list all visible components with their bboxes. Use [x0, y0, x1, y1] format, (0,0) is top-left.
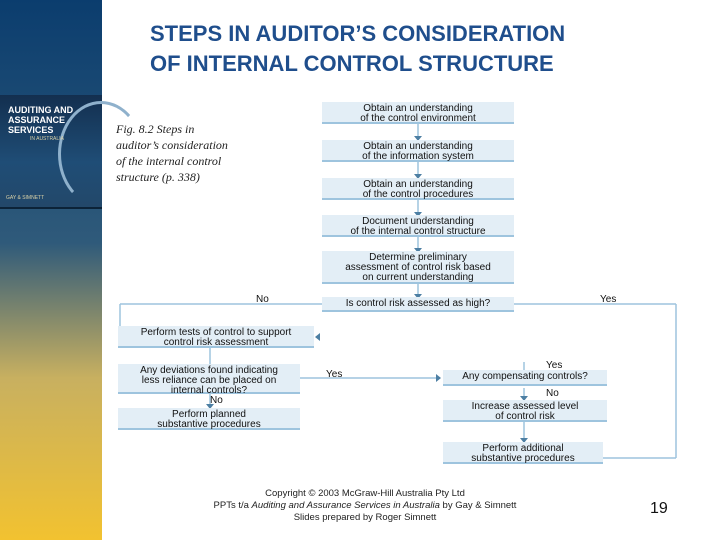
- slide-title: STEPS IN AUDITOR’S CONSIDERATION OF INTE…: [150, 19, 710, 79]
- step-increase-control-risk: Increase assessed level of control risk: [443, 400, 607, 422]
- step-text: Any deviations found indicating: [140, 365, 278, 376]
- step-document-understanding: Document understanding of the internal c…: [322, 215, 514, 237]
- step-text: of control risk: [495, 411, 555, 422]
- footer-ppts-line: PPTs t/a Auditing and Assurance Services…: [180, 500, 550, 512]
- decision-compensating-controls: Any compensating controls?: [443, 370, 607, 386]
- book-title-line3: SERVICES: [8, 125, 54, 135]
- footer-ppts-prefix: PPTs t/a: [213, 500, 252, 511]
- caption-line1: Fig. 8.2 Steps in: [116, 122, 195, 136]
- step-text: Any compensating controls?: [462, 371, 588, 382]
- step-text: of the internal control structure: [350, 226, 486, 237]
- label-no-compensating: No: [546, 388, 559, 399]
- label-yes-high-risk: Yes: [600, 294, 617, 305]
- step-additional-substantive: Perform additional substantive procedure…: [443, 442, 603, 464]
- step-text: Perform additional: [482, 443, 564, 454]
- label-no-low-risk: No: [256, 294, 269, 305]
- step-text: internal controls?: [170, 385, 248, 396]
- caption-line3: of the internal control: [116, 154, 222, 168]
- step-text: on current understanding: [362, 272, 474, 283]
- step-text: Document understanding: [362, 216, 474, 227]
- book-cover-image: AUDITING AND ASSURANCE SERVICES IN AUSTR…: [0, 95, 144, 209]
- step-text: Obtain an understanding: [363, 179, 473, 190]
- step-preliminary-assessment: Determine preliminary assessment of cont…: [322, 251, 514, 284]
- footer-prepared-by: Slides prepared by Roger Simnett: [293, 512, 437, 523]
- slide-title-line2: OF INTERNAL CONTROL STRUCTURE: [150, 51, 554, 76]
- caption-line4: structure (p. 338): [116, 170, 200, 184]
- step-text: Determine preliminary: [369, 252, 467, 263]
- book-title-line2: ASSURANCE: [8, 115, 66, 125]
- step-text: control risk assessment: [163, 337, 269, 348]
- slide-title-line1: STEPS IN AUDITOR’S CONSIDERATION: [150, 21, 566, 46]
- label-yes-compensating: Yes: [546, 360, 563, 371]
- step-text: of the control procedures: [362, 189, 474, 200]
- book-authors: GAY & SIMNETT: [6, 195, 45, 201]
- step-text: substantive procedures: [157, 419, 261, 430]
- caption-line2: auditor’s consideration: [116, 138, 228, 152]
- label-yes-deviations: Yes: [326, 369, 343, 380]
- step-text: Is control risk assessed as high?: [345, 298, 491, 309]
- step-text: less reliance can be placed on: [141, 375, 277, 386]
- step-environment: Obtain an understanding of the control e…: [322, 102, 514, 124]
- label-no-deviations: No: [210, 395, 223, 406]
- step-text: of the information system: [362, 151, 474, 162]
- decision-deviations-found: Any deviations found indicating less rel…: [118, 364, 300, 396]
- step-text: Perform planned: [172, 409, 246, 420]
- book-title-line1: AUDITING AND: [8, 105, 74, 115]
- step-text: of the control environment: [360, 113, 476, 124]
- step-text: assessment of control risk based: [345, 262, 491, 273]
- book-arc-decoration: [58, 101, 144, 207]
- decision-control-risk-high: Is control risk assessed as high?: [322, 297, 514, 312]
- book-subtitle: IN AUSTRALIA: [30, 136, 64, 142]
- step-information-system: Obtain an understanding of the informati…: [322, 140, 514, 162]
- page-number: 19: [650, 500, 668, 517]
- step-text: Obtain an understanding: [363, 103, 473, 114]
- copyright-footer: Copyright © 2003 McGraw-Hill Australia P…: [180, 488, 550, 524]
- footer-ppts-suffix: by Gay & Simnett: [439, 500, 517, 511]
- step-planned-substantive: Perform planned substantive procedures: [118, 408, 300, 430]
- step-text: Perform tests of control to support: [140, 327, 292, 338]
- step-text: Obtain an understanding: [363, 141, 473, 152]
- step-control-procedures: Obtain an understanding of the control p…: [322, 178, 514, 200]
- figure-caption: Fig. 8.2 Steps in auditor’s consideratio…: [116, 121, 266, 185]
- sidebar-gradient: [0, 0, 102, 540]
- step-tests-of-control: Perform tests of control to support cont…: [118, 326, 314, 348]
- footer-book-title: Auditing and Assurance Services in Austr…: [251, 500, 440, 511]
- step-text: substantive procedures: [471, 453, 575, 464]
- footer-copyright: Copyright © 2003 McGraw-Hill Australia P…: [265, 488, 465, 499]
- step-text: Increase assessed level: [471, 401, 579, 412]
